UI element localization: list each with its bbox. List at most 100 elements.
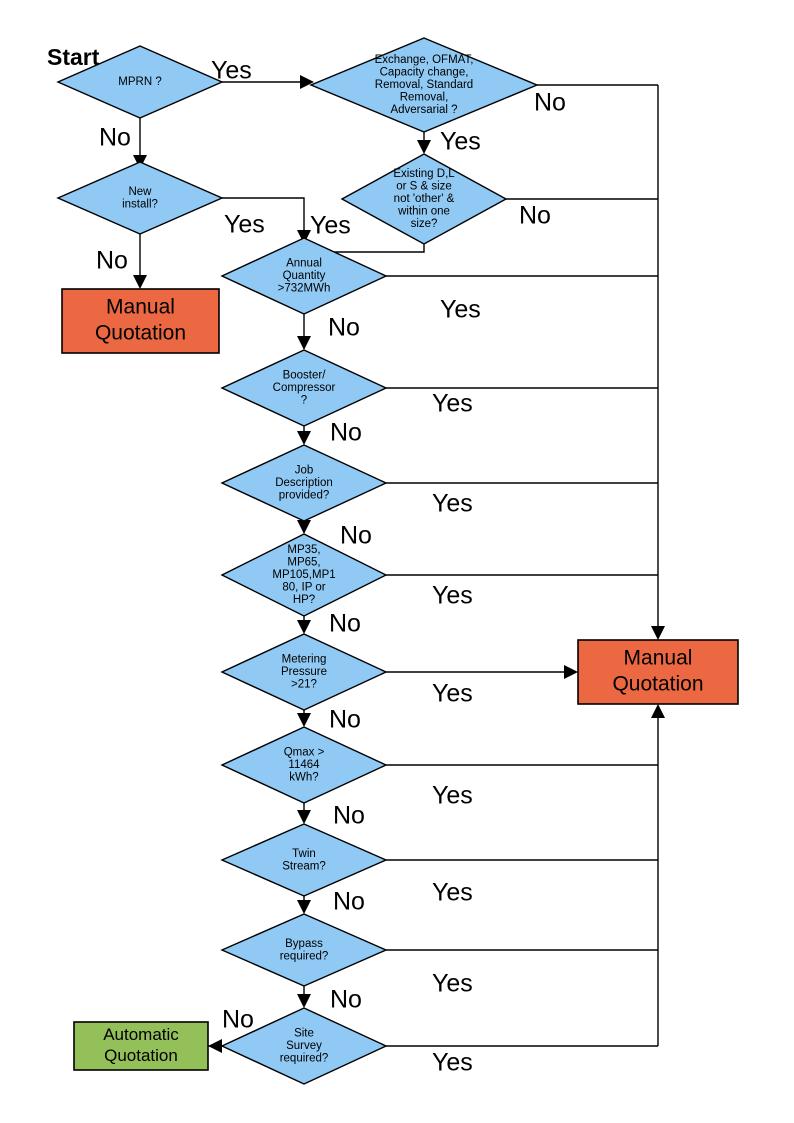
node-label-line: Manual — [624, 647, 693, 670]
node-label-line: Qmax > — [284, 747, 325, 759]
node-label-line: Compressor — [273, 382, 336, 394]
edge-d3-yes — [222, 197, 305, 230]
branch-label-d6-yes: Yes — [432, 390, 473, 418]
node-label-line: Exchange, OFMAT, — [375, 54, 474, 66]
node-label-line: MP65, — [287, 557, 320, 569]
node-label-line: Quotation — [612, 673, 703, 696]
node-label-line: Metering — [282, 654, 327, 666]
branch-label-d2-no: No — [534, 89, 566, 117]
arrowhead-d12-no — [297, 994, 311, 1008]
node-label-line: Annual — [286, 258, 322, 270]
node-label-line: Twin — [292, 848, 316, 860]
node-label-line: required? — [280, 1053, 329, 1065]
node-label-line: >732MWh — [278, 283, 331, 295]
node-label-line: Job — [295, 465, 314, 477]
branch-label-d7-yes: Yes — [432, 490, 473, 518]
branch-label-d4-yes: Yes — [310, 212, 351, 240]
arrowhead-rail-upper — [651, 626, 665, 640]
decision-shape — [56, 161, 224, 235]
branch-label-d13-no: No — [222, 1006, 254, 1034]
decision-shape — [220, 823, 388, 897]
node-label-line: Booster/ — [283, 370, 327, 382]
branch-label-d6-no: No — [330, 419, 362, 447]
decision-node-d1: MPRN ? — [56, 45, 224, 119]
node-label-line: Manual — [106, 296, 175, 319]
node-label-line: Existing D,L — [393, 168, 455, 180]
arrowhead-d6-no — [297, 431, 311, 445]
branch-label-d11-yes: Yes — [432, 879, 473, 907]
arrowhead-d1-yes — [300, 75, 314, 89]
node-label-line: MP105,MP1 — [272, 569, 335, 581]
node-label-line: install? — [122, 198, 158, 210]
arrowhead-d9-no — [297, 713, 311, 727]
branch-label-d12-yes: Yes — [432, 970, 473, 998]
node-label-line: Stream? — [282, 860, 325, 872]
branch-label-d3-no: No — [96, 247, 128, 275]
arrowhead-d2-yes — [417, 140, 431, 154]
branch-label-d1-yes: Yes — [211, 57, 252, 85]
node-label-line: 80, IP or — [282, 582, 325, 594]
arrowhead-d13-no — [208, 1039, 222, 1053]
arrowhead-d8-no — [297, 620, 311, 634]
arrowhead-d9-yes — [564, 665, 578, 679]
node-label-line: Removal, — [400, 92, 449, 104]
decision-shape — [220, 633, 388, 711]
node-label-line: Description — [275, 477, 333, 489]
node-label-line: Bypass — [285, 938, 323, 950]
node-label-line: size? — [411, 218, 438, 230]
decision-shape — [309, 37, 539, 133]
node-label-line: Site — [294, 1028, 314, 1040]
node-label-line: Capacity change, — [380, 67, 469, 79]
node-label-line: not 'other' & — [394, 193, 455, 205]
branch-label-d5-yes: Yes — [440, 296, 481, 324]
arrowhead-d10-no — [297, 810, 311, 824]
start-label: Start — [47, 44, 100, 70]
branch-label-d3-yes: Yes — [224, 211, 265, 239]
node-label-line: kWh? — [289, 772, 318, 784]
arrowhead-d3-no — [133, 275, 147, 289]
node-label-line: Quantity — [283, 270, 326, 282]
node-label-line: 11464 — [288, 759, 320, 771]
automatic-quotation-box — [73, 1021, 209, 1071]
node-label-line: or S & size — [396, 181, 452, 193]
node-label-line: ? — [301, 395, 307, 407]
branch-label-d12-no: No — [330, 986, 362, 1014]
decision-shape — [220, 533, 388, 617]
decision-shape — [220, 1007, 388, 1085]
arrowhead-d7-no — [297, 520, 311, 534]
branch-label-d9-yes: Yes — [432, 680, 473, 708]
branch-label-d2-yes: Yes — [440, 128, 481, 156]
branch-label-d5-no: No — [328, 314, 360, 342]
edge-layer — [133, 75, 665, 1053]
branch-label-d13-yes: Yes — [432, 1049, 473, 1077]
branch-label-d11-no: No — [333, 888, 365, 916]
node-label-line: MPRN ? — [118, 76, 161, 88]
node-label-line: Quotation — [104, 1046, 178, 1065]
node-label-line: Automatic — [103, 1025, 179, 1044]
decision-node-d2: Exchange, OFMAT,Capacity change, Removal,… — [309, 37, 539, 133]
arrowhead-d3-yes — [297, 230, 311, 244]
arrowhead-d5-no — [297, 336, 311, 350]
manual-quotation-box — [577, 639, 739, 705]
decision-shape — [220, 444, 388, 522]
edge-d4-yes — [304, 244, 425, 253]
node-label-line: HP? — [293, 594, 315, 606]
branch-label-d10-yes: Yes — [432, 782, 473, 810]
node-label-line: provided? — [279, 490, 330, 502]
node-label-line: MP35, — [287, 544, 320, 556]
manual-quotation-box — [61, 288, 220, 354]
decision-node-d6: Booster/Compressor? — [220, 349, 388, 427]
